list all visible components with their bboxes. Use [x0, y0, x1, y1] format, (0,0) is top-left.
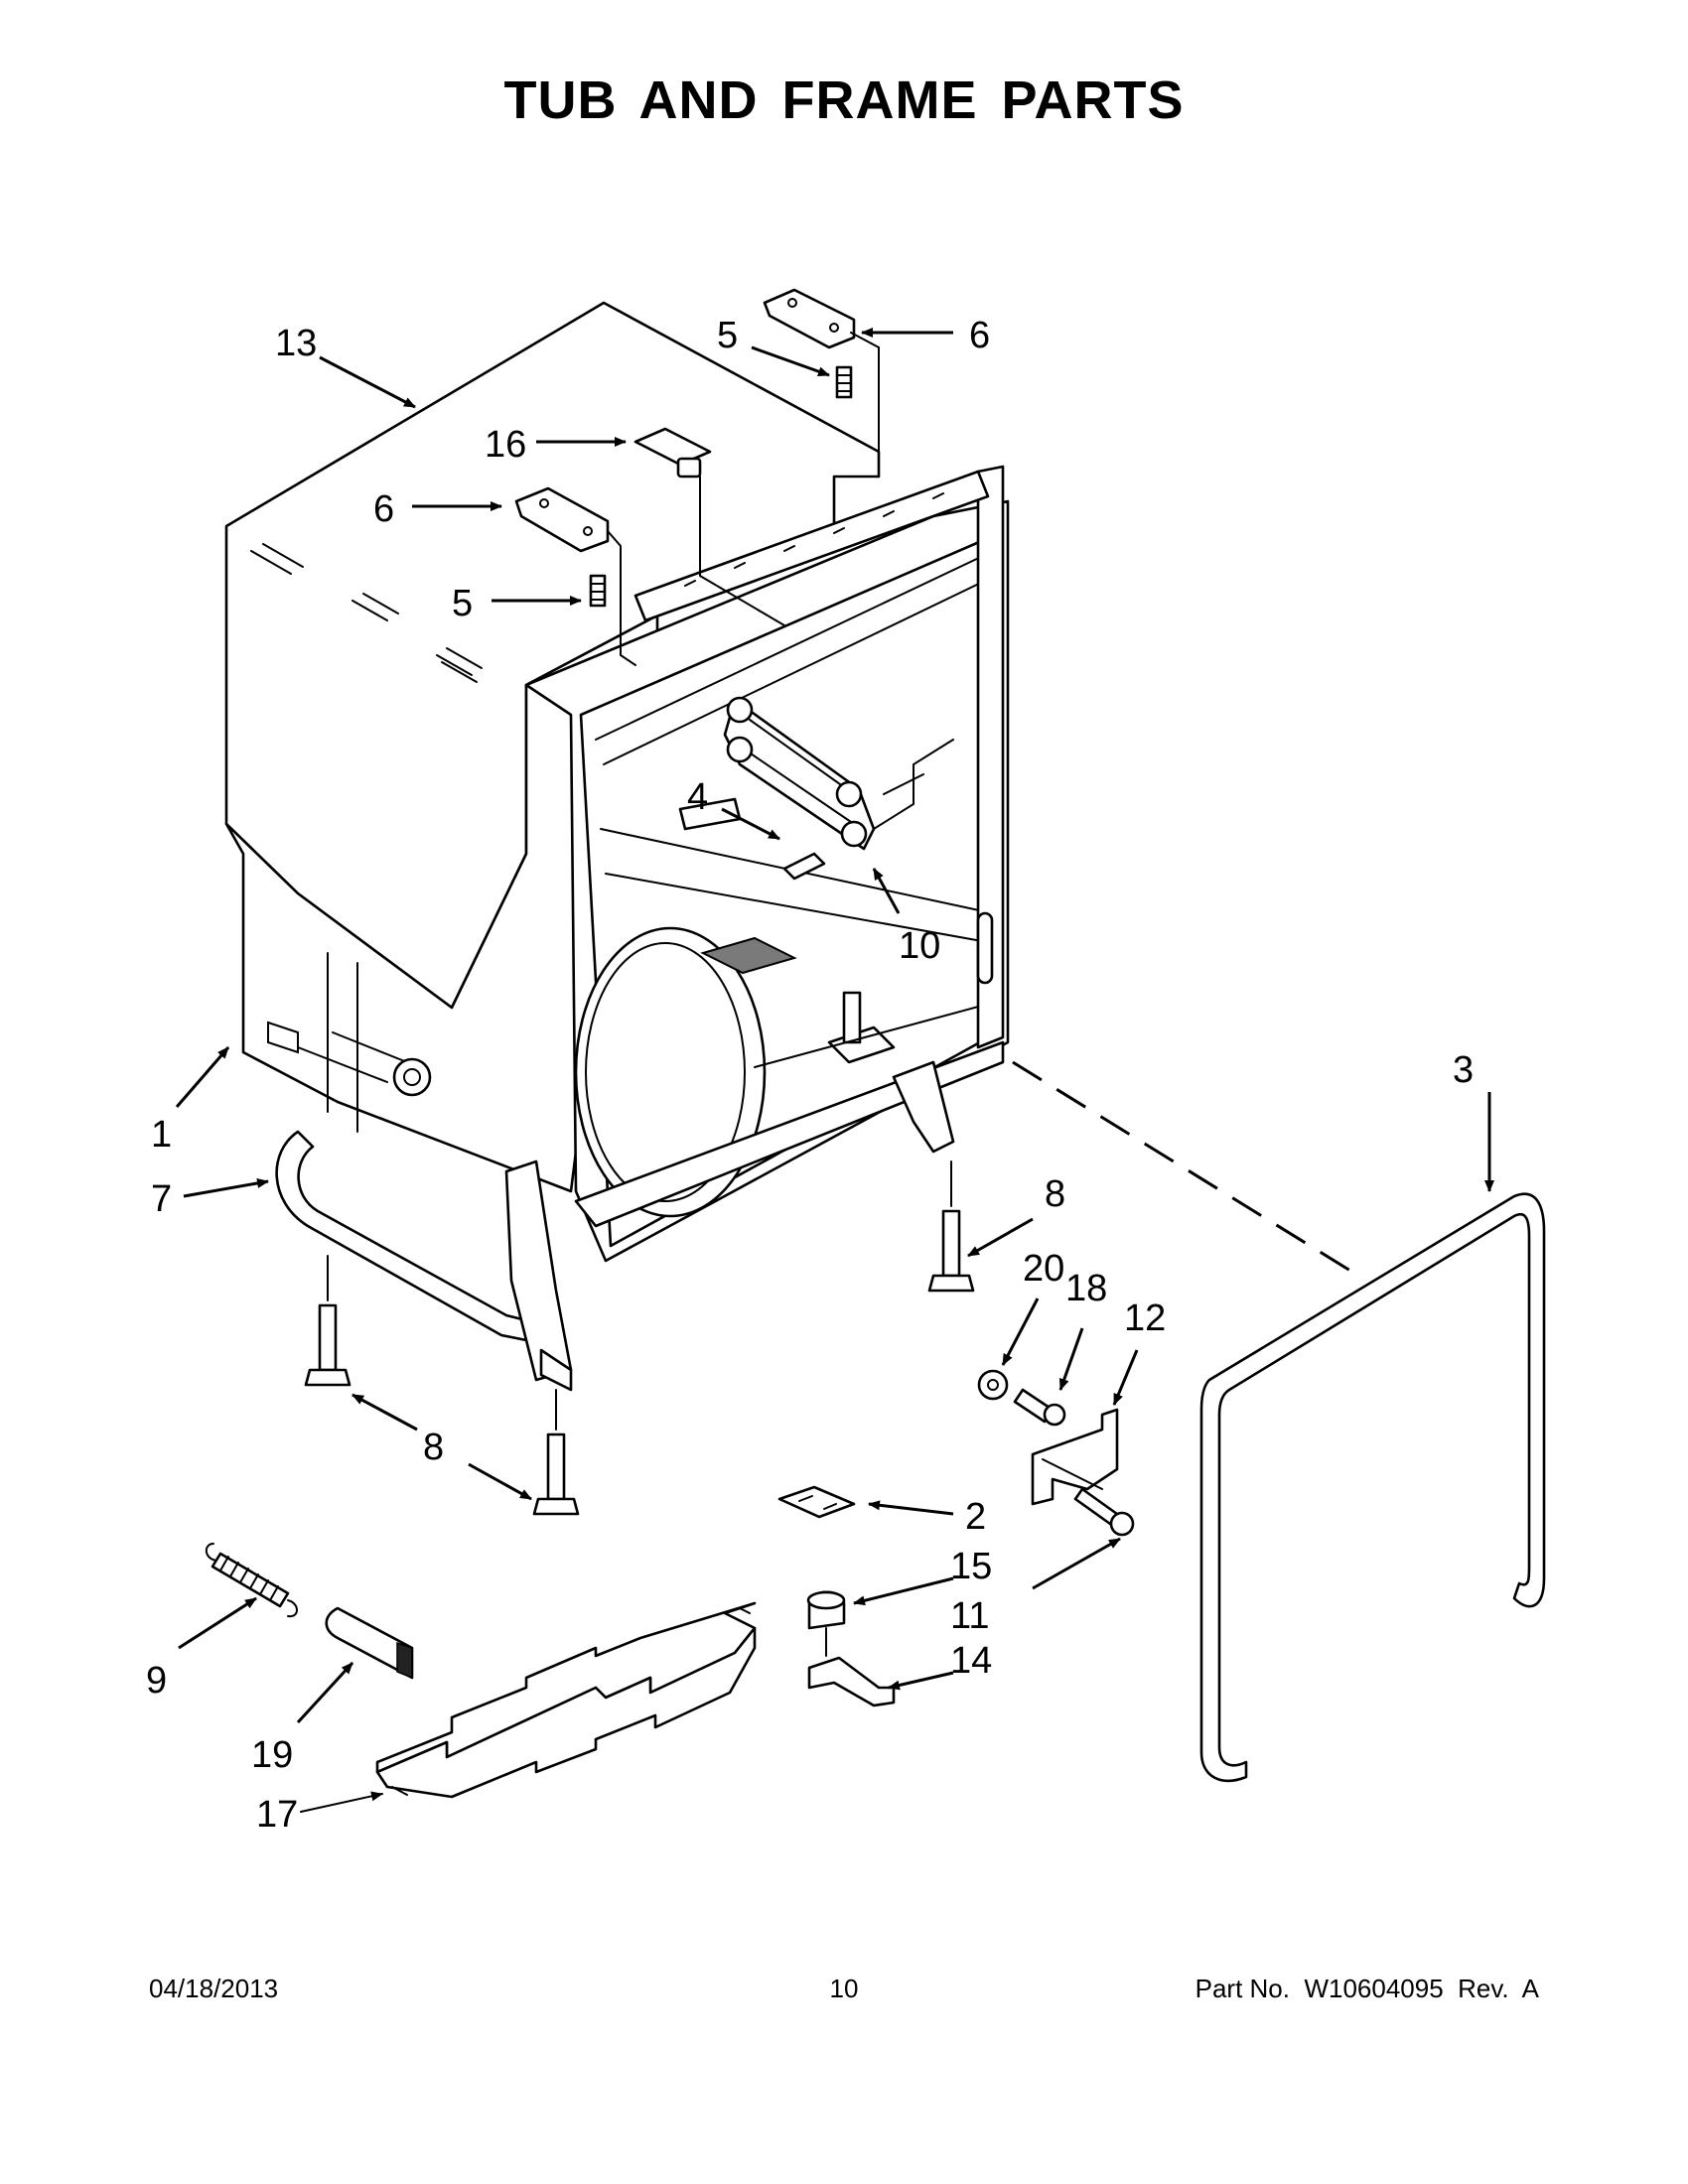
hinge-bracket-upper	[763, 288, 856, 349]
callout-7: 7	[151, 1178, 172, 1220]
callout-18: 18	[1065, 1268, 1107, 1309]
callout-4: 4	[687, 776, 708, 818]
panel-part-17	[375, 1601, 757, 1799]
callout-3: 3	[1453, 1049, 1474, 1091]
callout-6-lower: 6	[373, 488, 394, 530]
callout-14: 14	[950, 1640, 992, 1682]
callout-1: 1	[151, 1114, 172, 1156]
tub-interior	[524, 465, 1010, 1263]
callout-11: 11	[950, 1595, 989, 1637]
leveling-leg-3	[927, 1160, 975, 1293]
callout-labels: 13 5 6 16 6 5 4 10 3 1 7 8 20 18 12 8 2 …	[146, 315, 1474, 1836]
footer-page-number: 10	[829, 1974, 859, 2003]
callout-8-left: 8	[423, 1427, 444, 1468]
bracket-part-14	[807, 1656, 896, 1707]
leader-lines	[175, 328, 1494, 1813]
callout-6-upper: 6	[969, 315, 990, 356]
hinge-bracket-lower	[514, 486, 610, 553]
cap-part-19	[325, 1606, 414, 1680]
nut-part-20	[977, 1369, 1009, 1401]
screw-lower	[589, 574, 607, 608]
page-title: TUB AND FRAME PARTS	[503, 70, 1185, 130]
callout-8-right: 8	[1045, 1173, 1065, 1215]
footer-date: 04/18/2013	[149, 1974, 279, 2003]
leveling-leg-1	[304, 1255, 352, 1387]
leveling-leg-2	[532, 1389, 580, 1516]
clip-part-16	[633, 427, 785, 626]
hose-part-7	[275, 1130, 528, 1342]
bracket-part-12	[1031, 1408, 1119, 1506]
callout-20: 20	[1023, 1248, 1064, 1290]
callout-13: 13	[275, 323, 317, 364]
leg-bracket-right	[892, 1060, 955, 1154]
bracket-part	[723, 696, 954, 851]
screw-part-18	[1013, 1388, 1066, 1427]
callout-5-upper: 5	[717, 315, 738, 356]
callout-16: 16	[485, 424, 526, 466]
gasket-part-3	[1199, 1192, 1546, 1783]
callout-17: 17	[256, 1794, 298, 1836]
callout-19: 19	[251, 1734, 293, 1776]
screw-upper	[835, 365, 853, 399]
callout-12: 12	[1124, 1297, 1166, 1339]
footer-part-number: Part No. W10604095 Rev. A	[1195, 1974, 1539, 2003]
callout-5-lower: 5	[452, 583, 473, 624]
callout-9: 9	[146, 1660, 167, 1702]
pad-part-2	[777, 1485, 856, 1519]
leg-bracket-left	[504, 1160, 573, 1392]
sensor-part-15	[806, 1590, 846, 1657]
callout-10: 10	[899, 925, 940, 967]
callout-2: 2	[965, 1496, 986, 1538]
screw-part-11	[1073, 1487, 1135, 1537]
callout-15: 15	[950, 1546, 992, 1587]
spring-part-9	[205, 1543, 298, 1618]
